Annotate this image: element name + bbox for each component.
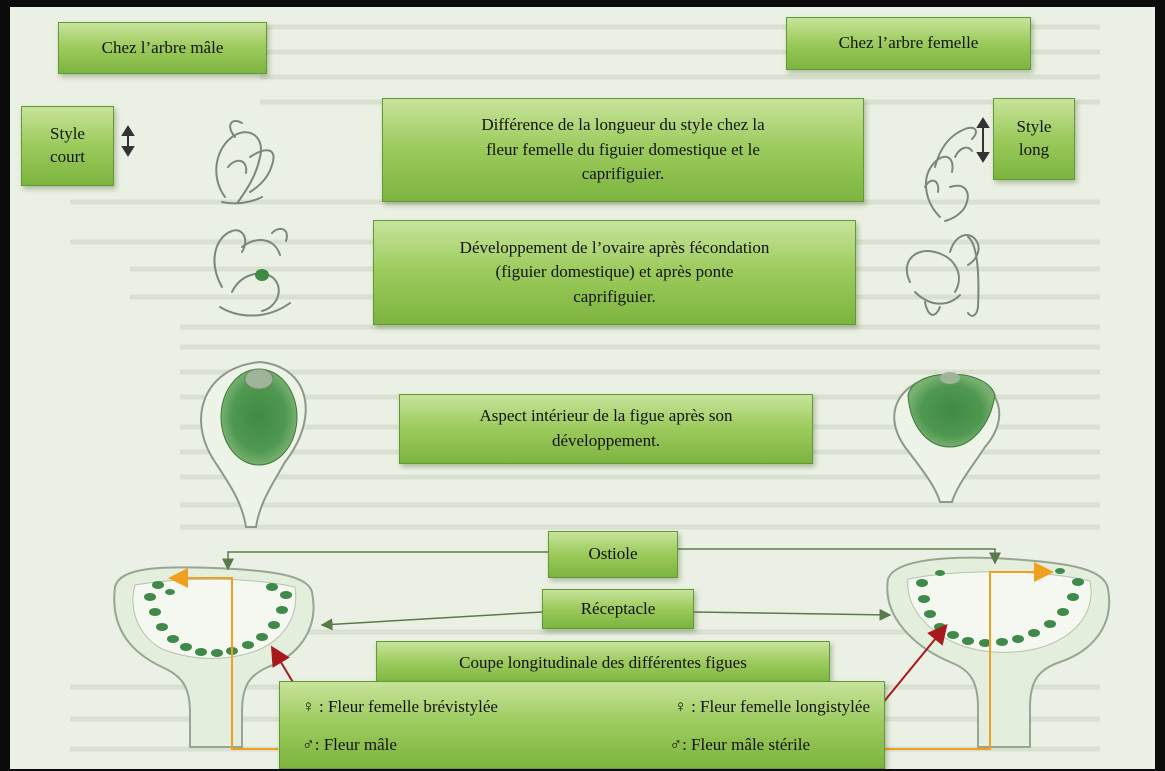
style-short-line-2: court [50, 147, 85, 166]
male-flower-arrow-left [168, 568, 278, 750]
style-short-line-1: Style [50, 124, 85, 144]
style-long-line-1: Style [1016, 117, 1052, 137]
legend-row-male: ♂: Fleur mâle ♂: Fleur mâle stérile [302, 733, 870, 758]
section-title-text: Coupe longitudinale des différentes figu… [459, 652, 747, 672]
ovary-dot-icon [255, 269, 269, 281]
female-tree-label: Chez l’arbre femelle [786, 17, 1031, 70]
style-long-label: Style long [993, 98, 1075, 180]
legend-male: ♂: Fleur mâle [302, 734, 397, 754]
short-style-flower-icon [215, 119, 275, 205]
legend-female-short: ♀ : Fleur femelle brévistylée [302, 696, 498, 716]
legend-female-long: ♀ : Fleur femelle longistylée [674, 696, 870, 716]
legend-row-female: ♀ : Fleur femelle brévistylée ♀ : Fleur … [302, 695, 870, 720]
ovary-left-sketch-icon [213, 227, 291, 317]
style-long-line-2: long [1018, 140, 1050, 159]
receptacle-text: Réceptacle [580, 598, 656, 618]
section-title-label: Coupe longitudinale des différentes figu… [376, 641, 830, 685]
ovary-dev-line-2: (figuier domestique) et après ponte [495, 262, 734, 282]
male-flower-arrow-right [810, 562, 1054, 750]
fig-interior-label: Aspect intérieur de la figue après son d… [399, 394, 813, 464]
female-tree-text: Chez l’arbre femelle [838, 33, 979, 53]
style-diff-line-1: Différence de la longueur du style chez … [481, 115, 765, 135]
ostiole-text: Ostiole [588, 544, 638, 564]
fig-interior-right-icon [893, 372, 1001, 503]
receptacle-connector [320, 608, 892, 631]
style-short-label: Style court [21, 106, 114, 186]
fig-interior-left-icon [200, 360, 307, 528]
fig-interior-line-2: développement. [551, 431, 661, 450]
ostiole-label: Ostiole [548, 531, 678, 578]
ovary-development-label: Développement de l’ovaire après fécondat… [373, 220, 856, 325]
style-short-arrow-icon [121, 125, 135, 157]
long-style-flower-icon [924, 126, 977, 222]
flower-legend: ♀ : Fleur femelle brévistylée ♀ : Fleur … [279, 681, 885, 769]
legend-male-sterile: ♂: Fleur mâle stérile [669, 734, 810, 754]
male-tree-label: Chez l’arbre mâle [58, 22, 267, 74]
style-long-arrow-icon [976, 117, 990, 163]
style-difference-label: Différence de la longueur du style chez … [382, 98, 864, 202]
style-diff-line-3: caprifiguier. [581, 164, 665, 184]
female-flower-arrow-right [881, 623, 948, 705]
ostiole-connector [222, 548, 1001, 571]
receptacle-label: Réceptacle [542, 589, 694, 629]
ovary-dev-line-3: caprifiguier. [573, 286, 656, 306]
male-tree-text: Chez l’arbre mâle [101, 37, 224, 57]
fig-section-right-icon [886, 556, 1111, 748]
fig-interior-line-1: Aspect intérieur de la figue après son [479, 406, 733, 426]
ovary-right-sketch-icon [905, 234, 980, 317]
ovary-dev-line-1: Développement de l’ovaire après fécondat… [459, 237, 770, 257]
style-diff-line-2: fleur femelle du figuier domestique et l… [486, 139, 760, 159]
diagram-canvas: Chez l’arbre mâle Chez l’arbre femelle S… [10, 7, 1155, 769]
